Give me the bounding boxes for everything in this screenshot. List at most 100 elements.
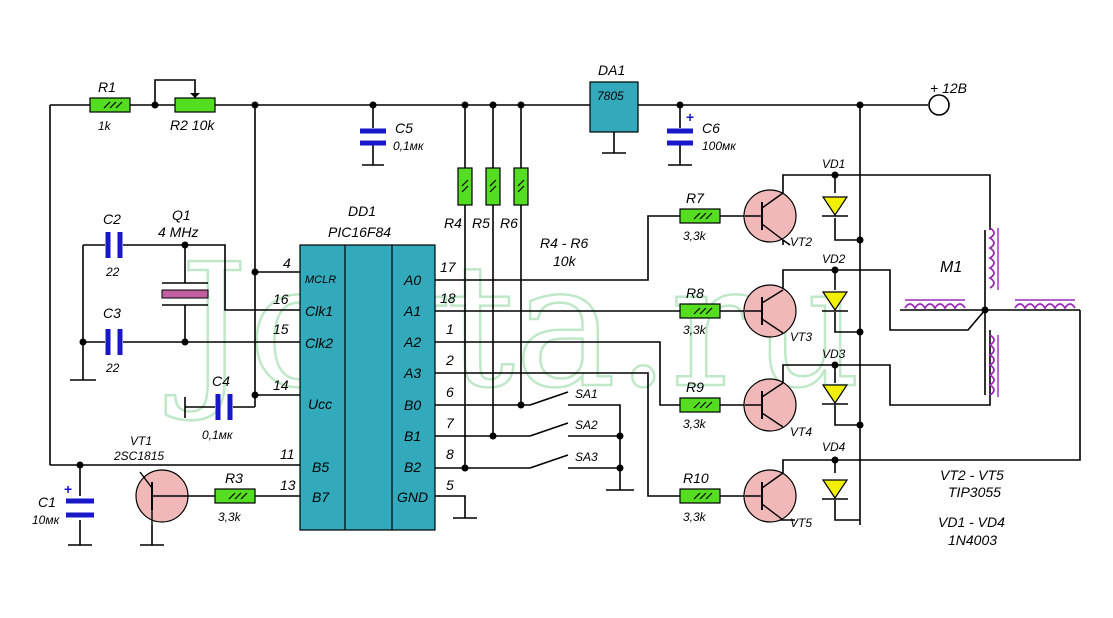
- regulator-da1[interactable]: 7805 DA1: [589, 62, 639, 133]
- r3-value: 3,3k: [218, 510, 242, 524]
- sa2-name: SA2: [575, 418, 598, 432]
- c6-plus: +: [686, 109, 694, 125]
- r2-name-value: R2 10k: [170, 117, 215, 133]
- vd1-name: VD1: [822, 157, 845, 171]
- c1-value: 10мк: [32, 513, 61, 527]
- resistor-r10[interactable]: R10 3,3k: [679, 470, 721, 524]
- c6-name: C6: [702, 120, 720, 136]
- r5-name: R5: [472, 215, 490, 231]
- mcu-pin-num: 5: [446, 477, 454, 493]
- mcu-pin-num: 8: [446, 446, 454, 462]
- r4-r6-name: R4 - R6: [540, 235, 588, 251]
- resistor-r5[interactable]: R5: [472, 167, 501, 231]
- capacitor-c5[interactable]: C5 0,1мк: [360, 120, 425, 153]
- mcu-pin-num: 2: [445, 352, 454, 368]
- c1-name: C1: [38, 494, 56, 510]
- r1-value: 1k: [98, 119, 112, 133]
- capacitor-c4[interactable]: C4 0,1мк: [202, 373, 234, 442]
- mcu-pin-label: B0: [404, 397, 421, 413]
- resistor-r3[interactable]: R3 3,3k: [214, 470, 256, 524]
- note-vd-range: VD1 - VD4: [938, 514, 1005, 530]
- vt1-part: 2SC1815: [113, 449, 164, 463]
- resistor-r7[interactable]: R7 3,3k: [679, 190, 721, 243]
- c2-name: C2: [103, 211, 121, 227]
- m1-name: M1: [940, 259, 962, 276]
- mcu-pin-num: 6: [446, 384, 454, 400]
- mcu-pin-num: 18: [440, 290, 456, 306]
- mcu-pin-label: B2: [404, 459, 421, 475]
- capacitor-c2[interactable]: C2 22: [103, 211, 123, 279]
- r9-value: 3,3k: [683, 417, 707, 431]
- resistor-r6[interactable]: R6: [500, 167, 529, 231]
- c6-value: 100мк: [702, 139, 737, 153]
- switch-sa2[interactable]: SA2: [575, 418, 598, 432]
- mcu-pin-num: 4: [283, 255, 291, 271]
- c3-name: C3: [103, 305, 121, 321]
- vt5-name: VT5: [790, 516, 812, 530]
- transistor-vt3[interactable]: VT3: [743, 284, 812, 344]
- mcu-pin-num: 7: [446, 415, 455, 431]
- mcu-pin-label: Ucc: [308, 396, 332, 412]
- r7-name: R7: [686, 190, 705, 206]
- capacitor-c3[interactable]: C3 22: [103, 305, 123, 375]
- c4-name: C4: [212, 373, 230, 389]
- crystal-q1[interactable]: Q1 4 MHz: [158, 207, 209, 306]
- r1-name: R1: [98, 79, 116, 95]
- supply-terminal[interactable]: + 12B: [928, 80, 967, 116]
- q1-value: 4 MHz: [158, 224, 198, 240]
- mcu-pin-num: 14: [273, 377, 289, 393]
- switch-sa1[interactable]: SA1: [575, 387, 598, 401]
- r10-value: 3,3k: [683, 510, 707, 524]
- vt4-name: VT4: [790, 425, 812, 439]
- vt2-name: VT2: [790, 235, 812, 249]
- mcu-pin-label: A3: [403, 365, 421, 381]
- resistor-r4[interactable]: R4: [444, 167, 473, 231]
- mcu-pin-label: A0: [403, 272, 421, 288]
- r9-name: R9: [686, 379, 704, 395]
- transistor-vt4[interactable]: VT4: [743, 378, 812, 439]
- mcu-pin-label: A1: [403, 303, 421, 319]
- vt1-name: VT1: [130, 434, 152, 448]
- diode-vd1[interactable]: VD1: [821, 157, 849, 217]
- junctions: [76, 101, 989, 472]
- da1-value: 7805: [597, 89, 624, 103]
- c4-value: 0,1мк: [202, 428, 234, 442]
- supply-label: + 12B: [930, 80, 967, 96]
- transistor-vt1[interactable]: VT1 2SC1815: [113, 434, 189, 525]
- mcu-pin-num: 11: [280, 446, 295, 462]
- diode-vd2[interactable]: VD2: [821, 252, 849, 312]
- r4-r6-value: 10k: [553, 253, 577, 269]
- parts-notes: VT2 - VT5 TIP3055 VD1 - VD4 1N4003: [938, 467, 1005, 548]
- mcu-pin-num: 1: [446, 321, 454, 337]
- mcu-dd1[interactable]: DD1 PIC16F84 4 16 15 14 11 13 MCLR Clk1 …: [273, 203, 457, 531]
- r8-value: 3,3k: [683, 323, 707, 337]
- vd3-name: VD3: [822, 347, 846, 361]
- da1-name: DA1: [598, 62, 625, 78]
- vt3-name: VT3: [790, 330, 812, 344]
- diode-vd4[interactable]: VD4: [821, 440, 849, 500]
- c2-value: 22: [105, 265, 120, 279]
- transistor-vt2[interactable]: VT2: [743, 189, 812, 249]
- mcu-pin-label: GND: [397, 489, 428, 505]
- resistor-r8[interactable]: R8 3,3k: [679, 285, 721, 337]
- mcu-pin-label: Clk1: [305, 303, 333, 319]
- c3-value: 22: [105, 361, 120, 375]
- resistor-r9[interactable]: R9 3,3k: [679, 379, 721, 431]
- r4-name: R4: [444, 215, 462, 231]
- resistor-r2[interactable]: R2 10k: [170, 93, 216, 133]
- note-vd-part: 1N4003: [948, 532, 997, 548]
- transistor-vt5[interactable]: VT5: [743, 469, 812, 530]
- resistor-r1[interactable]: R1 1k: [89, 79, 131, 133]
- c1-plus: +: [64, 481, 72, 497]
- motor-m1[interactable]: M1: [904, 227, 1076, 397]
- c5-name: C5: [395, 120, 413, 136]
- capacitor-c6[interactable]: + C6 100мк: [667, 109, 737, 153]
- mcu-pin-label: B1: [404, 428, 421, 444]
- mcu-pin-num: 13: [280, 477, 296, 493]
- diode-vd3[interactable]: VD3: [821, 347, 849, 405]
- mcu-pin-num: 15: [273, 321, 289, 337]
- capacitor-c1[interactable]: + C1 10мк: [32, 481, 94, 527]
- switch-sa3[interactable]: SA3: [575, 450, 598, 464]
